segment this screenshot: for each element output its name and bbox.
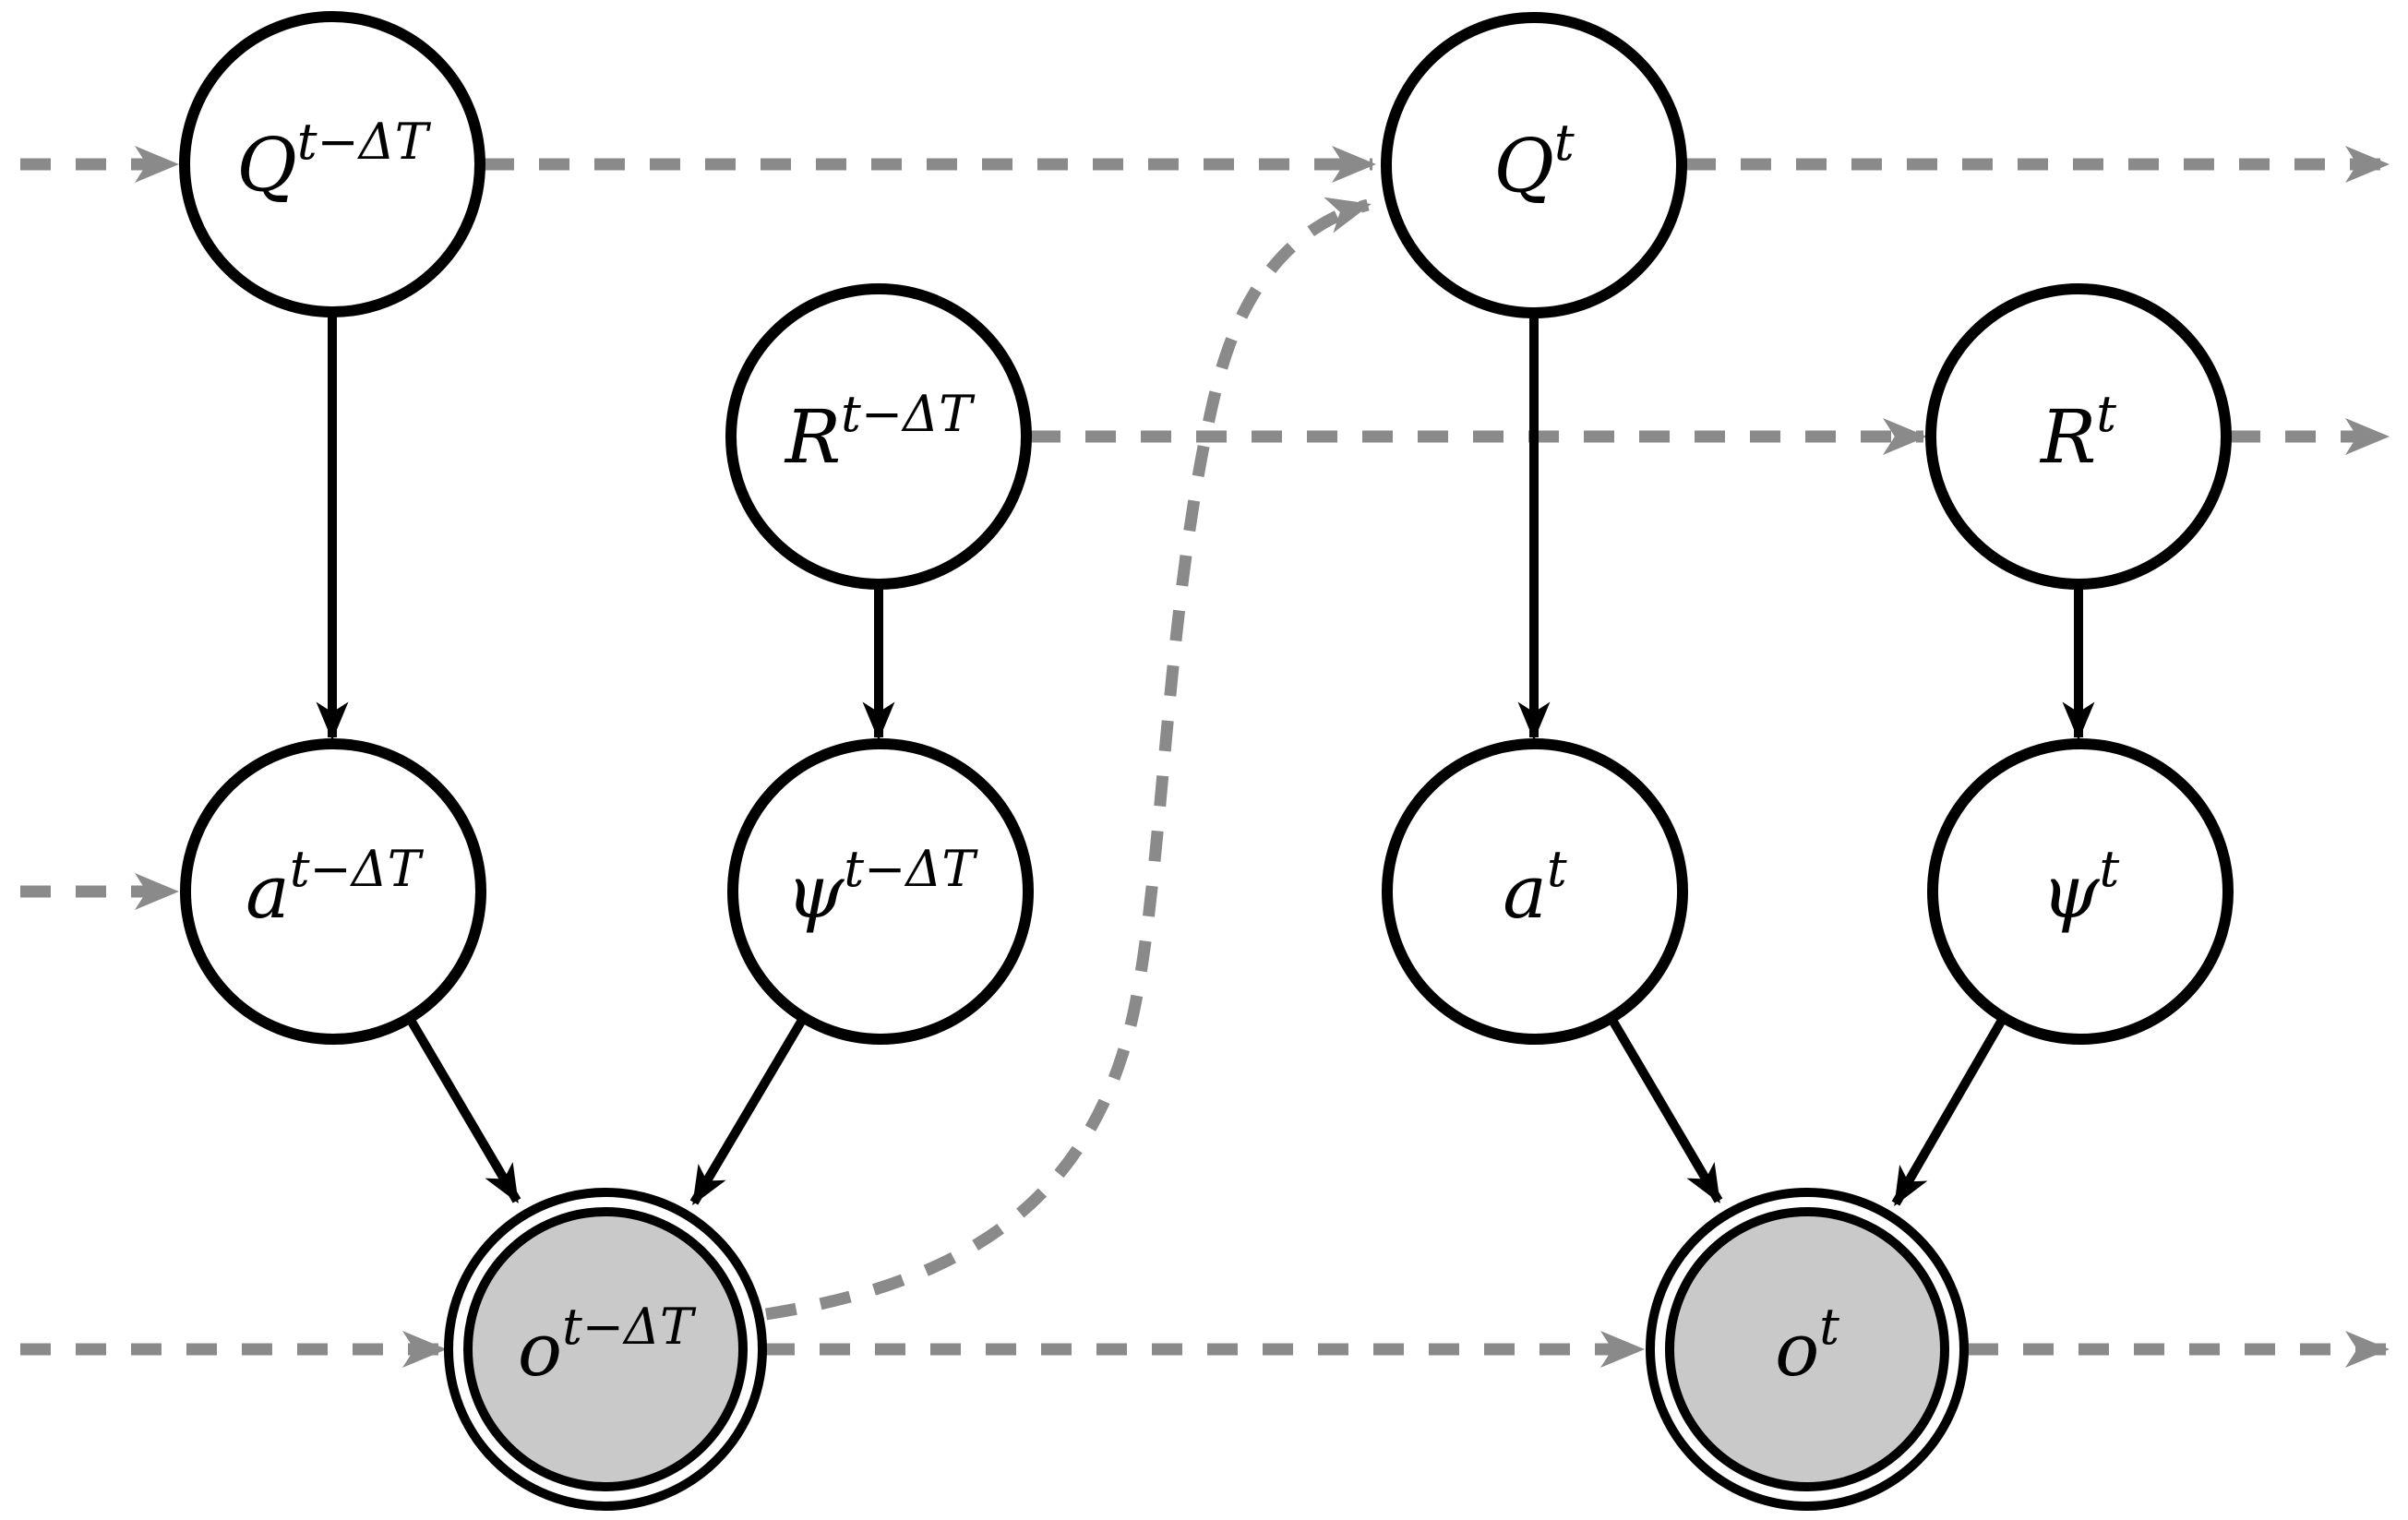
- node-a-prev: at−ΔT: [180, 738, 486, 1045]
- node-a-t-circle: [1382, 738, 1688, 1045]
- node-Q-t-label: Qt: [1493, 114, 1575, 209]
- node-o-t-inner-circle: [1665, 1207, 1949, 1491]
- node-psi-prev: ψt−ΔT: [727, 738, 1034, 1045]
- node-R-prev: Rt−ΔT: [725, 283, 1032, 590]
- node-psi-t-label: ψt: [2042, 840, 2120, 935]
- node-a-t-label: at: [1503, 840, 1567, 935]
- node-psi-t: ψt: [1927, 738, 2234, 1045]
- node-Q-prev-label: Qt−ΔT: [236, 113, 432, 208]
- node-a-t: at: [1382, 738, 1688, 1045]
- node-R-prev-circle: [725, 283, 1032, 590]
- edge-solid-psi-t-to-o-t: [1891, 1019, 2006, 1207]
- node-o-prev: ot−ΔT: [444, 1188, 767, 1511]
- node-o-prev-label: ot−ΔT: [518, 1298, 697, 1393]
- node-Q-prev-circle: [179, 11, 485, 317]
- node-R-t: Rt: [1925, 283, 2232, 590]
- node-a-prev-label: at−ΔT: [246, 840, 425, 935]
- node-o-prev-inner-circle: [463, 1207, 748, 1491]
- node-R-t-label: Rt: [2039, 385, 2116, 480]
- node-psi-t-circle: [1927, 738, 2234, 1045]
- node-Q-t-circle: [1381, 12, 1687, 318]
- node-o-t: ot: [1646, 1188, 1969, 1511]
- node-o-t-label: ot: [1775, 1298, 1839, 1393]
- edge-dashed-curved-o-prev-to-Q-t: [764, 197, 1372, 1321]
- node-Q-prev: Qt−ΔT: [179, 11, 485, 317]
- edge-solid-psi-prev-to-o-prev: [689, 1019, 806, 1206]
- edge-solid-a-t-to-o-t: [1609, 1019, 1723, 1204]
- node-a-prev-circle: [180, 738, 486, 1045]
- edge-solid-a-prev-to-o-prev: [407, 1019, 521, 1204]
- node-Q-t: Qt: [1381, 12, 1687, 318]
- node-psi-prev-circle: [727, 738, 1034, 1045]
- node-R-t-circle: [1925, 283, 2232, 590]
- node-R-prev-label: Rt−ΔT: [784, 385, 976, 480]
- node-psi-prev-label: ψt−ΔT: [786, 840, 979, 935]
